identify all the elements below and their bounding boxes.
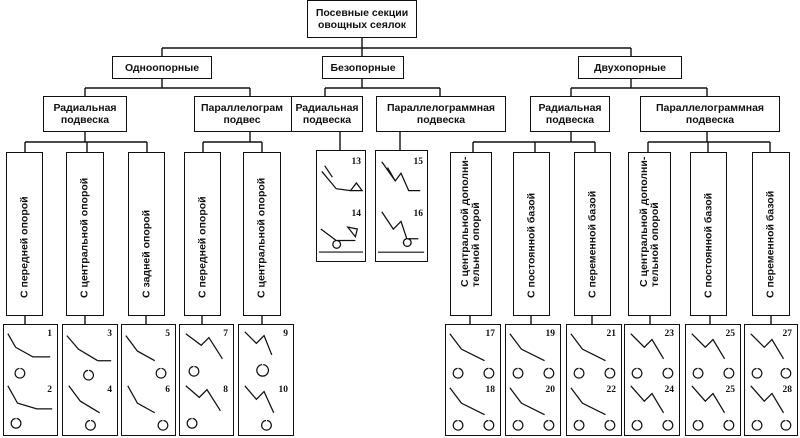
figure-number: 15 [413,157,424,167]
leaf-10: С постоянной базой [690,152,727,316]
leaf-5: С центральной опорой [243,152,281,316]
figure-box-5-6: 5 6 [121,324,176,436]
figure-number: 19 [545,329,556,339]
seeder-sketch-icon [691,333,735,431]
seeder-sketch-icon [509,333,555,431]
leaf-8-label: С переменной базой [586,190,598,298]
leaf-7: С постоянной базой [513,152,550,316]
leaf-11: С переменной базой [752,152,790,316]
figure-number: 21 [606,329,617,339]
leaf-6: С центральной дополни- тельной опорой [450,152,492,316]
figure-box-7-8: 7 8 [179,324,234,436]
figure-number: 4 [107,385,112,395]
figure-box-13-14: 13 14 [316,150,366,262]
node-odnoopornye: Одноопорные [112,56,212,79]
figure-box-3-4: 3 4 [62,324,118,436]
figure-number: 25 [725,329,736,339]
node-bezopornye: Безопорные [322,56,404,79]
seeder-sketch-icon [750,333,792,431]
figure-number: 7 [223,329,228,339]
figure-number: 10 [278,385,289,395]
figure-number: 24 [664,385,675,395]
leaf-1-label: С передней опорой [18,196,30,298]
figure-number: 2 [47,385,52,395]
leaf-3: С задней опорой [128,152,165,316]
figure-number: 13 [351,157,362,167]
figure-number: 17 [485,329,496,339]
figure-number: 20 [545,385,556,395]
leaf-8: С переменной базой [574,152,611,316]
leaf-4: С передней опорой [184,152,221,316]
leaf-9-label: С центральной дополни- тельной опорой [637,156,661,287]
node-odno-parallel: Параллелограм подвес [194,96,298,132]
figure-number: 22 [606,385,617,395]
seeder-sketch-icon [377,161,425,253]
seeder-sketch-icon [244,331,275,431]
figure-box-19-20: 19 20 [505,324,561,436]
seeder-sketch-icon [449,333,495,431]
node-dvuh-parallel: Параллелограммная подвеска [640,96,780,132]
figure-box-9-10: 9 10 [238,324,294,436]
figure-number: 23 [664,329,675,339]
leaf-4-label: С передней опорой [196,196,208,298]
figure-number: 5 [165,329,170,339]
leaf-1: С передней опорой [6,152,43,316]
seeder-sketch-icon [125,335,169,431]
figure-number: 18 [485,385,496,395]
leaf-7-label: С постоянной базой [525,192,537,298]
leaf-2: С центральной опорой [66,152,104,316]
leaf-5-label: С центральной опорой [255,177,268,298]
leaf-11-label: С переменной базой [764,190,777,298]
leaf-10-label: С постоянной базой [702,192,714,298]
seeder-sketch-icon [7,333,53,429]
node-bez-radial: Радиальная подвеска [291,96,363,132]
node-dvuhopornye: Двухопорные [578,56,682,79]
figure-box-1-2: 1 2 [3,324,58,436]
seeder-sketch-icon [66,335,112,431]
seeder-sketch-icon [570,333,616,431]
figure-box-23-24: 23 24 [624,324,680,436]
figure-number: 3 [107,329,112,339]
leaf-2-label: С центральной опорой [78,177,91,298]
figure-number: 16 [413,209,424,219]
node-dvuh-radial: Радиальная подвеска [530,96,610,132]
node-odno-radial: Радиальная подвеска [43,96,127,132]
figure-number: 1 [47,329,52,339]
figure-box-15-16: 15 16 [375,150,428,262]
figure-number: 25 [725,385,736,395]
seeder-sketch-icon [185,333,223,429]
seeder-sketch-icon [630,333,674,431]
root-node: Посевные секции овощных сеялок [307,0,417,38]
leaf-9: С центральной дополни- тельной опорой [628,152,671,316]
figure-number: 9 [283,329,288,339]
figure-box-21-22: 21 22 [566,324,622,436]
leaf-3-label: С задней опорой [140,209,152,298]
figure-number: 14 [351,209,362,219]
figure-number: 6 [165,385,170,395]
figure-box-17-18: 17 18 [445,324,501,436]
leaf-6-label: С центральной дополни- тельной опорой [459,156,482,287]
seeder-sketch-icon [318,165,364,253]
figure-number: 27 [782,329,793,339]
figure-box-25-25: 25 25 [685,324,741,436]
figure-number: 28 [782,385,793,395]
figure-box-27-28: 27 28 [744,324,798,436]
figure-number: 8 [223,385,228,395]
node-bez-parallel: Параллелограммная подвеска [376,96,506,132]
